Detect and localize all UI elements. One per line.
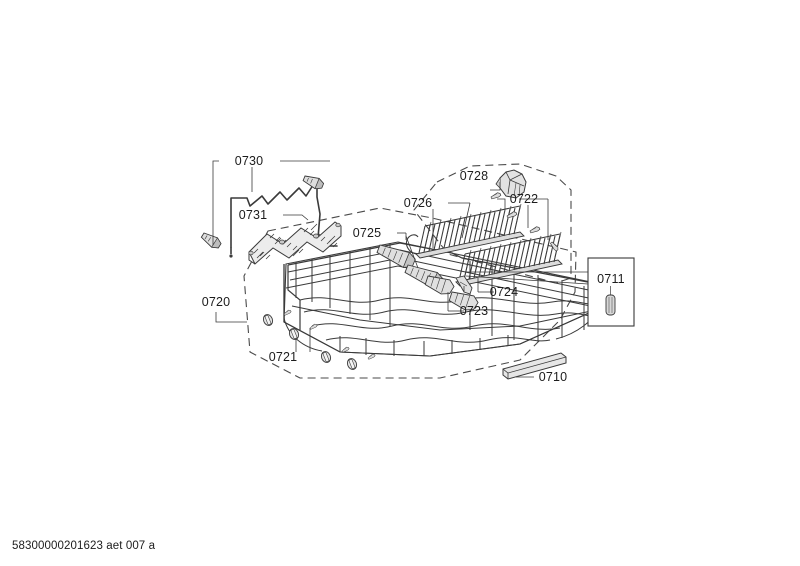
label-0725: 0725 [353, 226, 382, 240]
part-0720-wire-basket [283, 241, 601, 357]
part-0728-bracket [490, 169, 527, 199]
label-0731: 0731 [239, 208, 268, 222]
detail-box-0711 [465, 257, 635, 327]
leader-0720 [215, 312, 247, 323]
label-0720: 0720 [202, 295, 231, 309]
part-0721-rollers [261, 309, 376, 372]
diagram-caption: 58300000201623 aet 007 a [12, 540, 156, 552]
part-0723-side-holder [424, 275, 479, 312]
label-group: 0730 0731 0728 0726 0722 0725 0724 0723 … [202, 154, 625, 384]
label-0730: 0730 [235, 154, 264, 168]
label-0721: 0721 [269, 350, 298, 364]
label-0724: 0724 [490, 285, 519, 299]
tine-rack-group-dashed-boundary [413, 163, 572, 284]
label-0728: 0728 [460, 169, 489, 183]
part-0722-pins [490, 191, 560, 253]
part-0726-tine-rack [405, 202, 525, 259]
part-0730-wire-rod [200, 160, 338, 258]
label-0710: 0710 [539, 370, 568, 384]
part-0724-tine-rack-lower [455, 231, 563, 295]
label-0711: 0711 [597, 272, 625, 286]
label-0726: 0726 [404, 196, 433, 210]
label-0722: 0722 [510, 192, 539, 206]
basket-group-dashed-boundary [243, 207, 577, 379]
part-0731-folding-rack [248, 214, 342, 265]
part-0710-flat-bar [502, 352, 567, 380]
label-0723: 0723 [460, 304, 489, 318]
